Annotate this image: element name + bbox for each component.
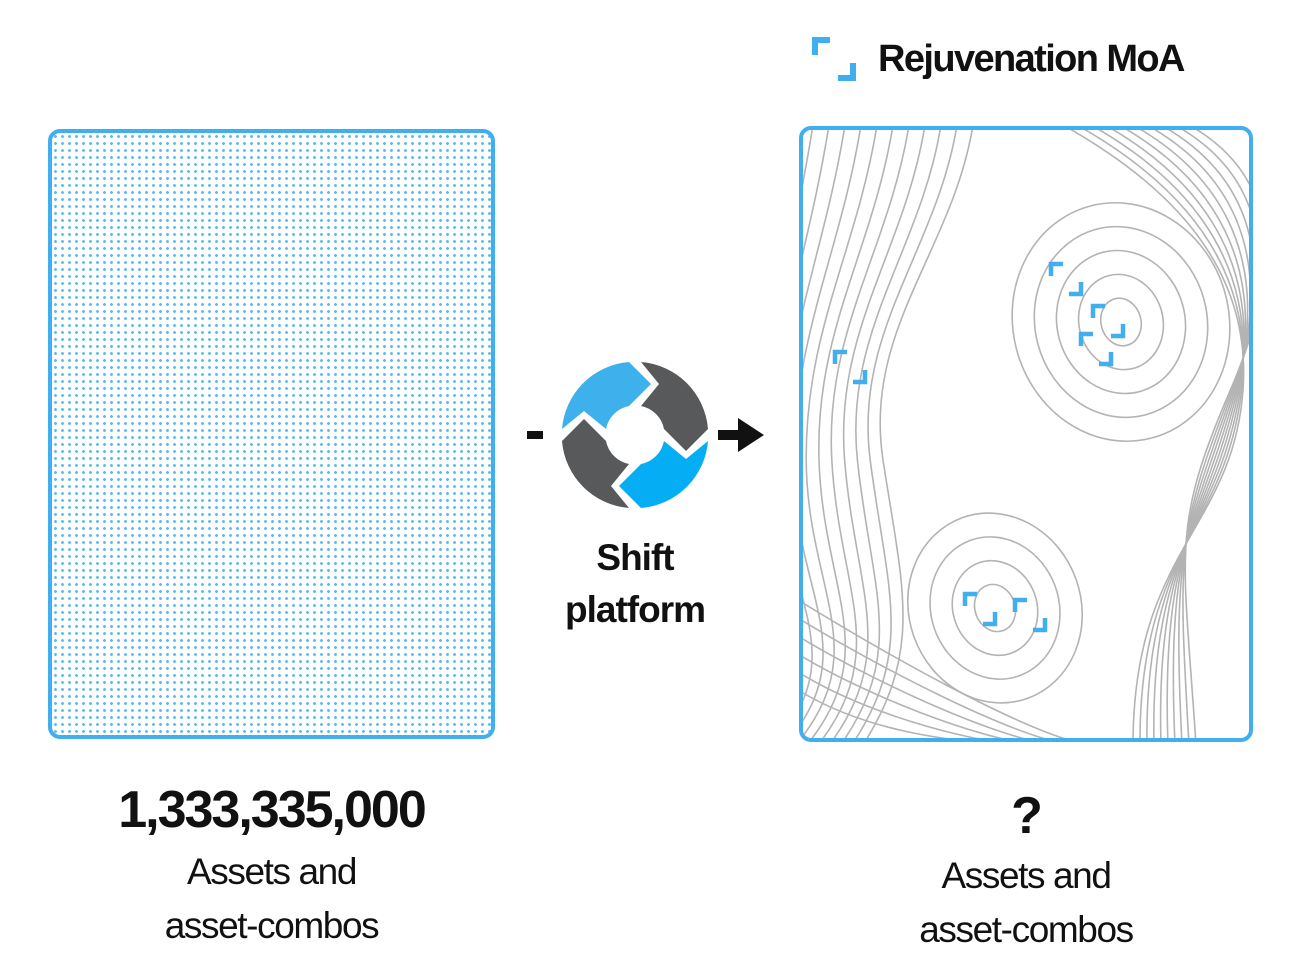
contour-line	[803, 130, 861, 722]
contour-map	[803, 130, 1249, 738]
contour-line	[1099, 297, 1143, 347]
contour-line	[1184, 130, 1249, 738]
contour-line	[1153, 130, 1249, 738]
minus-input-icon	[527, 431, 543, 439]
contour-line	[803, 130, 877, 737]
asset-caption-left: Assets and asset-combos	[164, 851, 380, 946]
contour-line	[822, 130, 909, 738]
contour-line	[1077, 273, 1165, 371]
corner-brackets-icon	[812, 37, 856, 81]
target-marker-icon	[962, 591, 998, 627]
contour-line	[803, 638, 1025, 738]
cycle-ring-icon	[562, 362, 708, 508]
shift-process-graphic	[527, 362, 764, 508]
unknown-count: ?	[1011, 787, 1043, 845]
target-marker-icon	[1078, 331, 1114, 367]
arrow-right-icon	[718, 418, 764, 452]
asset-caption-right: Assets and asset-combos	[919, 855, 1134, 950]
contour-lines	[803, 130, 1249, 738]
contour-line	[906, 512, 1084, 704]
contour-line	[1167, 130, 1249, 738]
contour-line	[844, 130, 941, 738]
contour-line	[1011, 201, 1231, 443]
asset-count: 1,333,335,000	[118, 781, 427, 839]
contour-line	[803, 691, 948, 738]
brand-name: Rejuvenation MoA	[878, 38, 1185, 80]
asset-universe-panel	[48, 129, 495, 739]
contour-line	[866, 130, 973, 738]
target-marker-icon	[1012, 597, 1048, 633]
contour-line	[929, 536, 1061, 680]
target-marker-icon	[832, 349, 868, 385]
contour-line	[1033, 225, 1209, 419]
contour-line	[1111, 130, 1245, 738]
contour-line	[1084, 130, 1244, 738]
contour-line	[803, 130, 845, 703]
contour-line	[803, 602, 1066, 738]
target-marker-icon	[1048, 261, 1084, 297]
process-label: Shift platform	[565, 537, 706, 630]
contour-line	[951, 559, 1039, 657]
contour-line	[803, 620, 1046, 738]
contour-line	[1055, 249, 1187, 395]
target-markers	[832, 261, 1126, 633]
brand-header: Rejuvenation MoA	[812, 34, 1185, 84]
contour-line	[1097, 130, 1245, 738]
contour-line	[855, 130, 957, 738]
contour-line	[803, 130, 829, 256]
target-marker-icon	[1090, 303, 1126, 339]
contour-line	[1139, 130, 1249, 738]
contour-line	[1125, 130, 1247, 738]
contour-line	[803, 674, 979, 738]
contour-line	[803, 656, 1003, 738]
contour-line	[1070, 130, 1245, 738]
contour-line	[1181, 130, 1249, 738]
target-landscape-panel	[799, 126, 1253, 742]
